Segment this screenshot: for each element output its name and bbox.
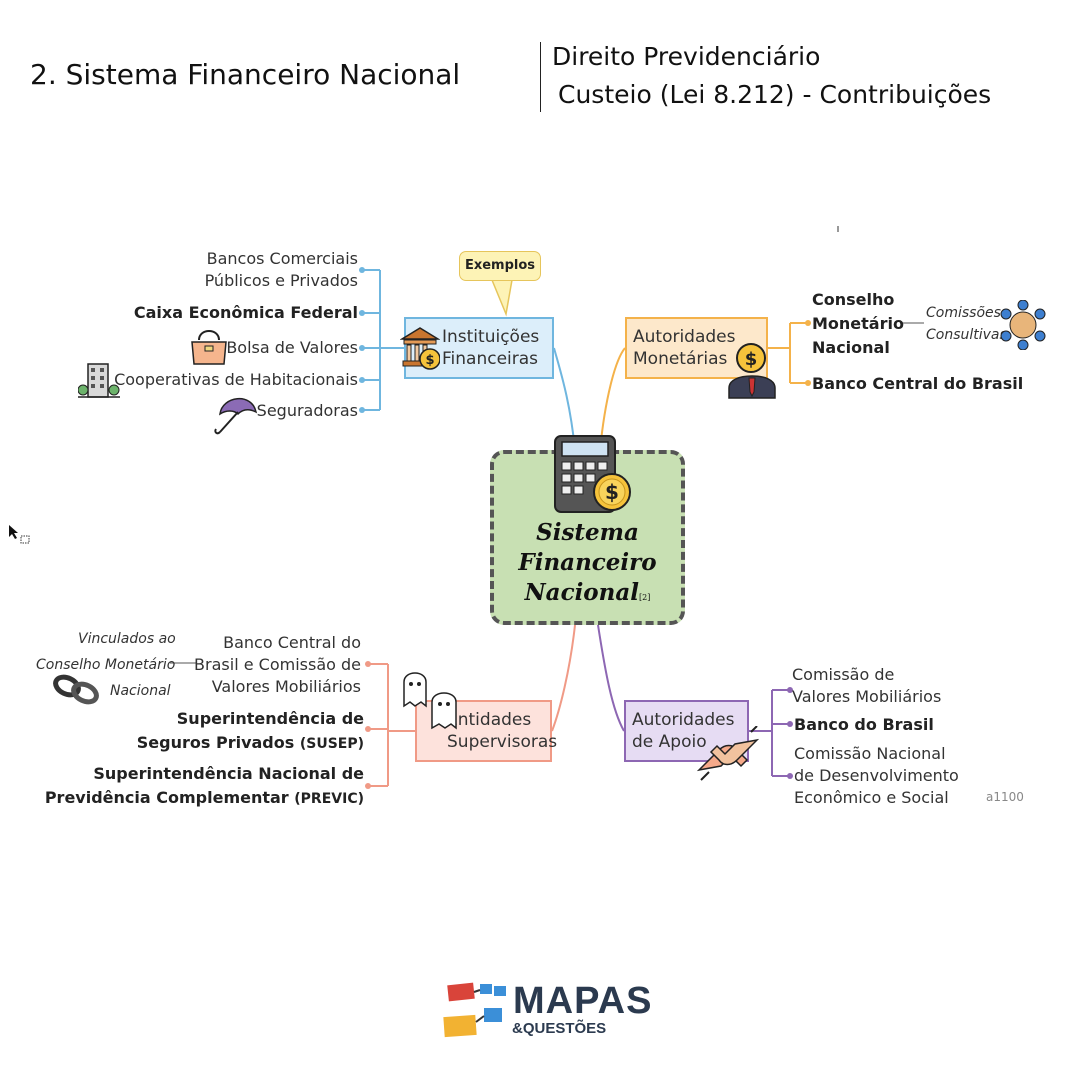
cvm-apoio-line-1: Comissão de <box>792 665 895 684</box>
item-cvm-apoio: Comissão de Valores Mobiliários <box>792 664 941 708</box>
item-seguradoras: Seguradoras <box>256 401 358 420</box>
header-subtitle-1: Direito Previdenciário <box>552 42 821 71</box>
center-title-line-1: Sistema <box>536 519 639 546</box>
node-autoridades-apoio: Autoridades de Apoio <box>624 700 749 762</box>
aut-mon-label-2: Monetárias <box>633 349 728 369</box>
node-instituicoes-financeiras: $ Instituições Financeiras <box>400 317 554 379</box>
item-bndes: Comissão Nacional de Desenvolvimento Eco… <box>794 743 959 809</box>
item-bancos-line-2: Públicos e Privados <box>204 271 358 290</box>
center-ref: [2] <box>639 593 651 602</box>
vinculados-line-3: Nacional <box>110 683 171 699</box>
cvm-apoio-line-2: Valores Mobiliários <box>792 687 942 706</box>
header-title: 2. Sistema Financeiro Nacional <box>30 58 461 91</box>
cmn-line-2: Monetário <box>812 314 904 333</box>
handshake-icon <box>697 726 759 781</box>
note-comissoes-consultivas: Comissões Consultivas <box>926 302 1007 346</box>
bndes-line-2: de Desenvolvimento <box>794 766 959 785</box>
chain-icon <box>53 674 99 705</box>
item-caixa: Caixa Econômica Federal <box>133 303 358 322</box>
entidades-label-1: Entidades <box>447 710 532 730</box>
susep-line-1: Superintendência de <box>176 709 364 728</box>
svg-text:$: $ <box>745 349 758 370</box>
item-conselho-monetario: Conselho Monetário Nacional <box>812 288 904 360</box>
bacen-cvm-line-3: Valores Mobiliários <box>211 677 361 696</box>
image-code: a1100 <box>986 790 1024 804</box>
instituicoes-label-1: Instituições <box>442 327 540 347</box>
item-banco-do-brasil: Banco do Brasil <box>794 715 934 734</box>
item-bolsa: Bolsa de Valores <box>226 338 358 357</box>
bndes-line-1: Comissão Nacional <box>794 744 946 763</box>
susep-line-2: Seguros Privados <box>136 733 295 752</box>
logo-main-text: MAPAS <box>513 980 653 1022</box>
vinculados-line-1: Vinculados ao <box>78 631 176 647</box>
bacen-cvm-line-2: Brasil e Comissão de <box>194 655 361 674</box>
center-title-line-3: Nacional <box>524 579 640 606</box>
svg-text:$: $ <box>605 480 619 504</box>
susep-acronym: (SUSEP) <box>299 736 364 752</box>
note-vinculados: Vinculados ao Conselho Monetário Naciona… <box>36 626 176 704</box>
people-circle-icon <box>1000 300 1046 350</box>
apoio-label-1: Autoridades <box>632 710 735 730</box>
note-comissoes-line-1: Comissões <box>926 305 1001 321</box>
vinculados-line-2: Conselho Monetário <box>36 657 176 673</box>
header-subtitle-2: Custeio (Lei 8.212) - Contribuições <box>558 80 992 109</box>
building-icon <box>78 363 120 398</box>
bndes-line-3: Econômico e Social <box>794 788 949 807</box>
item-cooperativas: Cooperativas de Habitacionais <box>114 370 358 389</box>
logo-sub-text: &QUESTÕES <box>512 1020 607 1037</box>
mapas-logo-icon <box>443 982 506 1038</box>
header-separator <box>540 42 541 112</box>
instituicoes-label-2: Financeiras <box>442 349 539 369</box>
previc-line-1: Superintendência Nacional de <box>93 764 364 783</box>
umbrella-icon <box>214 397 258 435</box>
ghost-icon <box>403 672 457 730</box>
center-title-line-2: Financeiro <box>518 549 657 576</box>
bank-icon: $ <box>400 327 440 370</box>
cmn-line-3: Nacional <box>812 338 890 357</box>
bacen-cvm-line-1: Banco Central do <box>223 633 361 652</box>
item-bancos-comerciais: Bancos Comerciais Públicos e Privados <box>205 248 358 292</box>
item-previc: Superintendência Nacional de Previdência… <box>45 762 364 811</box>
previc-acronym: (PREVIC) <box>294 791 364 807</box>
previc-line-2: Previdência Complementar <box>44 788 289 807</box>
aut-mon-label-1: Autoridades <box>633 327 736 347</box>
cmn-line-1: Conselho <box>812 290 895 309</box>
item-bancos-line-1: Bancos Comerciais <box>206 249 358 268</box>
item-susep: Superintendência de Seguros Privados (SU… <box>137 707 364 756</box>
item-bacen-cvm: Banco Central do Brasil e Comissão de Va… <box>194 632 361 698</box>
entidades-label-2: Supervisoras <box>447 732 558 752</box>
cursor-icon <box>9 525 30 544</box>
examples-callout: Exemplos <box>459 251 541 281</box>
apoio-label-2: de Apoio <box>632 732 707 752</box>
calculator-icon: $ <box>554 435 631 513</box>
center-node <box>490 450 685 625</box>
note-comissoes-line-2: Consultivas <box>926 327 1007 343</box>
svg-text:$: $ <box>425 353 434 368</box>
businessman-icon: $ <box>728 343 776 399</box>
item-banco-central: Banco Central do Brasil <box>812 374 1024 393</box>
center-title: Sistema Financeiro Nacional[2] <box>490 518 685 613</box>
handbag-icon <box>191 330 227 365</box>
